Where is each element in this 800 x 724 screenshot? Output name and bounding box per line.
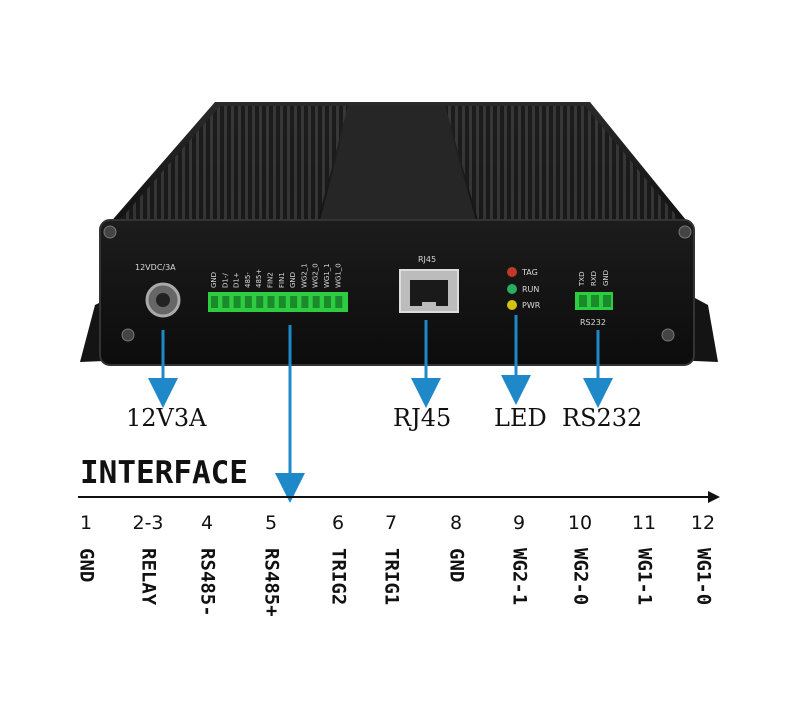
terminal-pin-label: WG1_1 xyxy=(323,263,331,288)
pin-number: 1 xyxy=(79,512,93,534)
rs232-pin-label: TXD xyxy=(578,272,586,287)
pin-name: GND xyxy=(445,548,468,583)
callout-power: 12V3A xyxy=(126,404,207,432)
led-label-run: RUN xyxy=(522,285,539,294)
rs232-screw-icon xyxy=(579,295,587,307)
pin-number: 2-3 xyxy=(132,512,164,534)
rs232-pin-label: GND xyxy=(602,270,610,286)
terminal-screw-icon xyxy=(267,296,275,308)
pin-number: 7 xyxy=(384,512,398,534)
terminal-screw-icon xyxy=(278,296,286,308)
terminal-pin-label: D1+ xyxy=(233,272,241,288)
pin-number: 8 xyxy=(449,512,463,534)
pin-name: WG2-0 xyxy=(569,548,592,606)
rs232-screw-icon xyxy=(603,295,611,307)
pin-name: WG1-0 xyxy=(692,548,715,606)
terminal-screw-icon xyxy=(222,296,230,308)
pin-name: RS485- xyxy=(196,548,219,617)
terminal-pin-label: D1-∕ xyxy=(221,273,229,288)
pin-name: GND xyxy=(75,548,98,583)
terminal-screw-icon xyxy=(312,296,320,308)
rj45-label: RJ45 xyxy=(418,255,436,264)
terminal-pin-label: FIN2 xyxy=(267,272,275,288)
pin-number: 4 xyxy=(200,512,214,534)
callout-rs232: RS232 xyxy=(562,404,643,432)
pin-number: 12 xyxy=(690,512,716,534)
terminal-pin-label: GND xyxy=(210,272,218,288)
interface-title: INTERFACE xyxy=(80,455,248,491)
terminal-pin-label: GND xyxy=(289,272,297,288)
pin-name: WG1-1 xyxy=(633,548,656,606)
pin-name: TRIG1 xyxy=(380,548,403,606)
led-label-pwr: PWR xyxy=(522,301,541,310)
terminal-pin-label: 485- xyxy=(244,272,252,288)
pin-name: WG2-1 xyxy=(508,548,531,606)
terminal-pin-label: WG2_0 xyxy=(312,263,320,288)
led-run-icon xyxy=(507,284,517,294)
callout-rj45: RJ45 xyxy=(393,404,452,432)
led-label-tag: TAG xyxy=(521,268,538,277)
pin-number: 10 xyxy=(567,512,593,534)
screw-icon xyxy=(103,225,692,342)
terminal-pin-label: 485+ xyxy=(255,269,263,288)
pin-number: 11 xyxy=(631,512,657,534)
terminal-screw-icon xyxy=(335,296,343,308)
led-tag-icon xyxy=(507,267,517,277)
rs232-screw-icon xyxy=(591,295,599,307)
pin-number: 9 xyxy=(512,512,526,534)
front-panel xyxy=(99,219,695,366)
terminal-pin-label: FIN1 xyxy=(278,272,286,288)
callout-led: LED xyxy=(494,404,547,432)
terminal-screw-icon xyxy=(324,296,331,308)
terminal-screw-icon xyxy=(301,296,309,308)
pin-number: 5 xyxy=(264,512,278,534)
pin-name: RELAY xyxy=(137,548,160,606)
terminal-screw-icon xyxy=(233,296,241,308)
pin-name: RS485+ xyxy=(260,548,283,617)
terminal-screw-icon xyxy=(256,296,264,308)
terminal-pin-label: WG1_0 xyxy=(334,263,342,288)
interface-arrowhead xyxy=(708,491,720,503)
terminal-screw-icon xyxy=(211,296,218,308)
terminal-screw-icon xyxy=(244,296,252,308)
pin-number: 6 xyxy=(331,512,345,534)
rs232-pin-label: RXD xyxy=(590,271,598,286)
terminal-screw-icon xyxy=(290,296,298,308)
terminal-pin-label: WG2_1 xyxy=(300,263,308,288)
rs232-label: RS232 xyxy=(580,318,606,327)
pin-name: TRIG2 xyxy=(327,548,350,606)
power-jack-label: 12VDC/3A xyxy=(135,263,176,272)
led-pwr-icon xyxy=(507,300,517,310)
